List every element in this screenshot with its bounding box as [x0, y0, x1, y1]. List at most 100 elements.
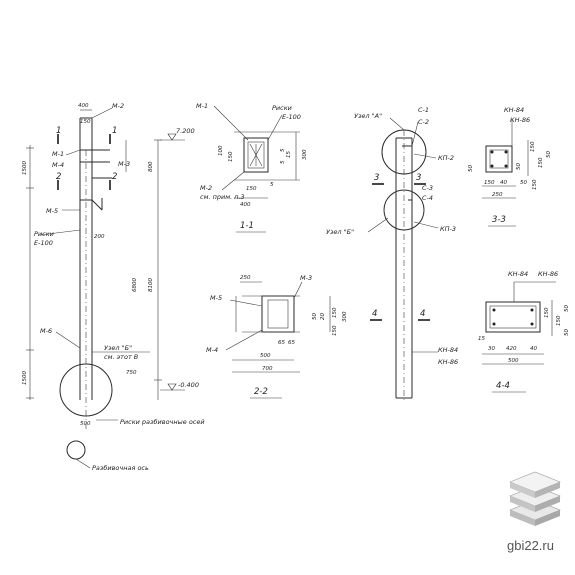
- section-mark-4-right: 4: [420, 309, 425, 319]
- dim-s33-150a: 150: [530, 141, 536, 152]
- dim-s44-150b: 150: [556, 315, 562, 326]
- watermark-site: gbi22.ru: [507, 538, 554, 553]
- dim-s33-40: 40: [500, 180, 507, 186]
- axis-risk-label: Риски разбивочные осей: [120, 418, 205, 426]
- section-mark-4-left: 4: [372, 309, 377, 319]
- dim-s22-150a: 150: [332, 307, 338, 318]
- dim-top-400: 400: [78, 103, 89, 109]
- dim-s11-5b: 5: [280, 160, 286, 164]
- mark-c1: C-1: [418, 106, 429, 114]
- mark-c3: C-3: [422, 184, 433, 192]
- risk-label-column: Риски: [34, 230, 54, 238]
- mark-m4-section22: M-4: [206, 346, 218, 354]
- mark-kn86-section33: КН-86: [510, 116, 530, 124]
- mark-m1-section11: M-1: [196, 102, 208, 110]
- mark-kn86-section44: КН-86: [538, 270, 558, 278]
- node-b-label-right: Узел "Б": [326, 228, 354, 236]
- note-section11: см. прим. п.3: [200, 193, 245, 201]
- mark-m1-column: M-1: [52, 150, 64, 158]
- dim-s22-65b: 65: [288, 340, 295, 346]
- title-section33: 3-3: [492, 215, 506, 225]
- title-section22: 2-2: [254, 387, 268, 397]
- dim-s33-50d: 50: [468, 165, 474, 172]
- dim-s33-50b: 50: [516, 163, 522, 170]
- dim-s22-50: 50: [312, 313, 318, 320]
- mark-c2: C-2: [418, 118, 429, 126]
- section-mark-1-left: 1: [56, 126, 61, 136]
- risk-step-section11: E-100: [282, 113, 301, 121]
- mark-m3-section22: M-3: [300, 274, 312, 282]
- dim-s44-150a: 150: [544, 307, 550, 318]
- dim-left-1500-bottom: 1500: [22, 371, 28, 385]
- dim-s11-100: 100: [218, 145, 224, 156]
- embed-kp2: КП-2: [438, 154, 454, 162]
- dim-right-6800: 6800: [132, 278, 138, 292]
- node-b-label-column: Узел "Б": [104, 344, 132, 352]
- section-mark-3-right: 3: [416, 173, 421, 183]
- mark-m5-column: M-5: [46, 207, 58, 215]
- dim-s22-700: 700: [262, 366, 273, 372]
- section-mark-1-right: 1: [112, 126, 117, 136]
- dim-s22-65a: 65: [278, 340, 285, 346]
- mark-kn84-section33: КН-84: [504, 106, 524, 114]
- section-2-2: 250 M-3 M-5 M-4 50 20 65 65 500 700 150 …: [206, 274, 348, 399]
- dim-s22-250: 250: [240, 275, 251, 281]
- section-4-4: КН-84 КН-86 15 30 420 40 500 150 150 50 …: [478, 270, 570, 393]
- bottom-mark-kn86: КН-86: [438, 358, 458, 366]
- dim-s33-150b: 150: [538, 157, 544, 168]
- dim-small-750: 750: [126, 370, 137, 376]
- dim-s33-150d: 150: [532, 179, 538, 190]
- section-mark-2-right: 2: [112, 172, 117, 182]
- dim-s22-300: 300: [342, 311, 348, 322]
- embed-kp3: КП-3: [440, 225, 456, 233]
- dim-s44-30: 30: [488, 346, 495, 352]
- slab-stack-icon: [509, 471, 561, 526]
- dim-s44-40: 40: [530, 346, 537, 352]
- dim-s33-50c: 50: [520, 180, 527, 186]
- dim-s11-5c: 5: [270, 182, 274, 188]
- bottom-mark-kn84: КН-84: [438, 346, 458, 354]
- node-b-ref-column: см. этот В: [104, 353, 139, 361]
- dim-s11-400: 400: [240, 202, 251, 208]
- section-mark-3-left: 3: [374, 173, 379, 183]
- dim-s11-150: 150: [228, 151, 234, 162]
- dim-s44-420: 420: [506, 346, 517, 352]
- dim-s22-500: 500: [260, 353, 271, 359]
- watermark-logo: gbi22.ru: [507, 471, 561, 553]
- dim-s11-300: 300: [302, 149, 308, 160]
- dim-s33-50a: 50: [546, 151, 552, 158]
- dim-s11-15: 15: [286, 151, 292, 158]
- mark-m4-column: M-4: [52, 161, 64, 169]
- section-mark-2-left: 2: [56, 172, 61, 182]
- dim-s11-5a: 5: [280, 148, 286, 152]
- column-elevation-right: Узел "А" C-1 C-2 КП-2 C-3 C-4 КП-3 Узел …: [326, 106, 458, 400]
- mark-m3-column: M-3: [118, 160, 130, 168]
- elevation-bottom: -0.400: [178, 381, 199, 389]
- mark-m2-column: M-2: [112, 102, 124, 110]
- dim-small-500: 500: [80, 421, 91, 427]
- dim-small-200: 200: [94, 234, 105, 240]
- mark-kn84-section44: КН-84: [508, 270, 528, 278]
- dim-s22-150b: 150: [332, 325, 338, 336]
- dim-right-8100: 8100: [148, 278, 154, 292]
- risk-label-section11: Риски: [272, 104, 292, 112]
- dim-s44-15: 15: [478, 336, 485, 342]
- node-a-label: Узел "А": [354, 112, 382, 120]
- elevation-top: 7.200: [176, 127, 195, 135]
- dim-right-800: 800: [148, 161, 154, 172]
- dim-s44-50b: 50: [564, 329, 570, 336]
- section-3-3: КН-84 КН-86 150 150 50 50 150 40 250 50 …: [468, 106, 552, 227]
- dim-s33-250: 250: [492, 192, 503, 198]
- dim-left-1500-top: 1500: [22, 161, 28, 175]
- risk-step-column: E-100: [34, 239, 53, 247]
- mark-m6-column: M-6: [40, 327, 52, 335]
- section-1-1: M-1 Риски E-100 150 100 15 5 5 300 150 4…: [196, 102, 308, 233]
- dim-top-150: 150: [80, 119, 91, 125]
- title-section11: 1-1: [240, 221, 254, 231]
- axis-label: Разбивочная ось: [92, 464, 149, 472]
- dim-s22-20: 20: [320, 313, 326, 320]
- mark-m5-section22: M-5: [210, 294, 222, 302]
- column-elevation-left: 1 1 2 2 1500 1500 800 6800 8100 7.200 -0…: [22, 102, 205, 472]
- mark-c4: C-4: [422, 194, 433, 202]
